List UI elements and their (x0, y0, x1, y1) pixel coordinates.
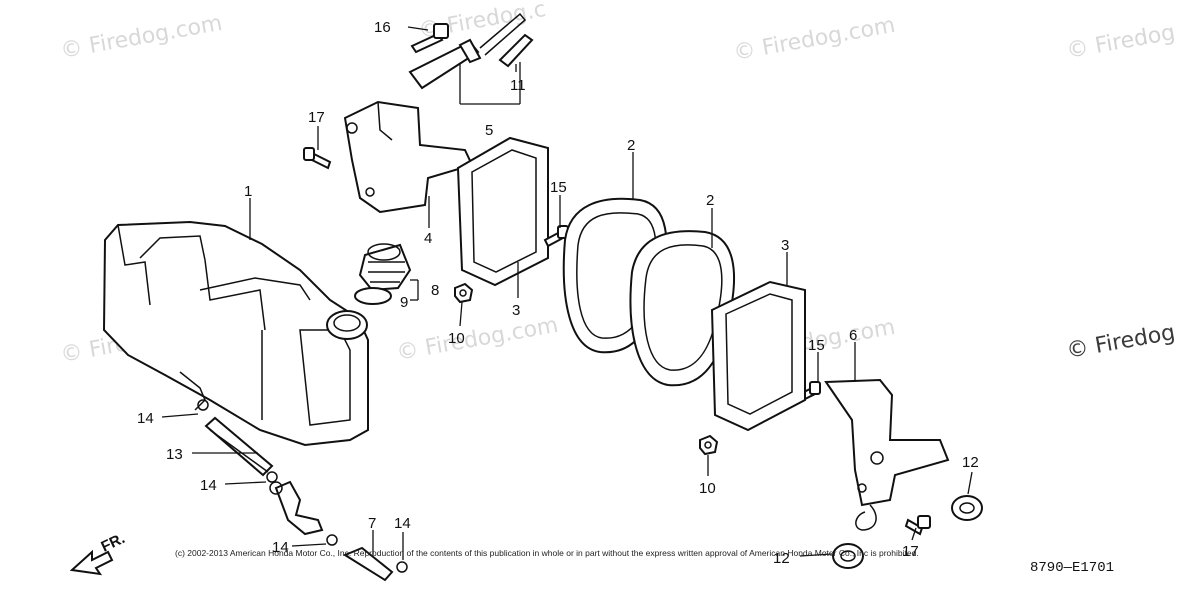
nut-10-upper (454, 282, 474, 304)
seal-frame-right (710, 280, 806, 432)
callout-12: 12 (773, 550, 790, 567)
callout-11: 11 (510, 77, 526, 94)
callout-15: 15 (808, 337, 825, 354)
tank-bracket (343, 100, 474, 214)
callout-6: 6 (849, 327, 857, 344)
fuel-valve (269, 480, 324, 536)
front-direction-indicator: FR. (69, 530, 128, 576)
grommet-12-lower (832, 543, 864, 569)
copyright-notice: (c) 2002-2013 American Honda Motor Co., … (175, 548, 919, 558)
fuel-tube (342, 546, 394, 582)
callout-10: 10 (699, 480, 716, 497)
callout-14: 14 (272, 539, 289, 556)
callout-14: 14 (137, 410, 154, 427)
callout-2: 2 (627, 137, 635, 154)
watermark-dark: © Firedog (1065, 320, 1177, 364)
bolt-17-upper (303, 147, 332, 170)
side-bracket (824, 378, 950, 531)
seal-frame-left (456, 136, 549, 287)
callout-2: 2 (706, 192, 714, 209)
callout-4: 4 (424, 230, 432, 247)
callout-12: 12 (962, 454, 979, 471)
clips-14 (197, 399, 408, 573)
callout-10: 10 (448, 330, 465, 347)
callout-14: 14 (200, 477, 217, 494)
leader-lines (161, 26, 973, 560)
callout-3: 3 (781, 237, 789, 254)
callout-13: 13 (166, 446, 183, 463)
diagram-code: 8790—E1701 (1030, 560, 1114, 576)
callout-7: 7 (368, 515, 376, 532)
callout-9: 9 (400, 294, 408, 311)
bolt-16 (410, 23, 449, 54)
watermark: © Firedog.com (732, 13, 897, 66)
callout-17: 17 (308, 109, 325, 126)
screw-15-upper (543, 225, 569, 248)
watermark: © Firedog.com (395, 313, 560, 366)
direction-label: FR. (99, 530, 128, 556)
fuel-cap (354, 243, 412, 305)
fuel-filter (204, 416, 274, 477)
callout-labels: 1 2 2 3 3 4 5 6 7 8 9 10 10 11 12 12 13 … (137, 19, 979, 567)
callout-17: 17 (902, 543, 919, 560)
direction-arrow-icon (69, 549, 114, 576)
grommet-12-right (951, 495, 983, 521)
callout-3: 3 (512, 302, 520, 319)
nut-10-lower (699, 434, 719, 456)
strap-assembly (408, 12, 534, 90)
watermark: © Firedog.com (59, 11, 224, 64)
callout-5: 5 (485, 122, 493, 139)
fuel-tank (102, 220, 369, 447)
watermark: © Firedog (1065, 20, 1177, 64)
callout-1: 1 (244, 183, 252, 200)
callout-8: 8 (431, 282, 439, 299)
callout-14: 14 (394, 515, 411, 532)
bolt-17-lower (904, 515, 931, 536)
callout-15: 15 (550, 179, 567, 196)
callout-16: 16 (374, 19, 391, 36)
